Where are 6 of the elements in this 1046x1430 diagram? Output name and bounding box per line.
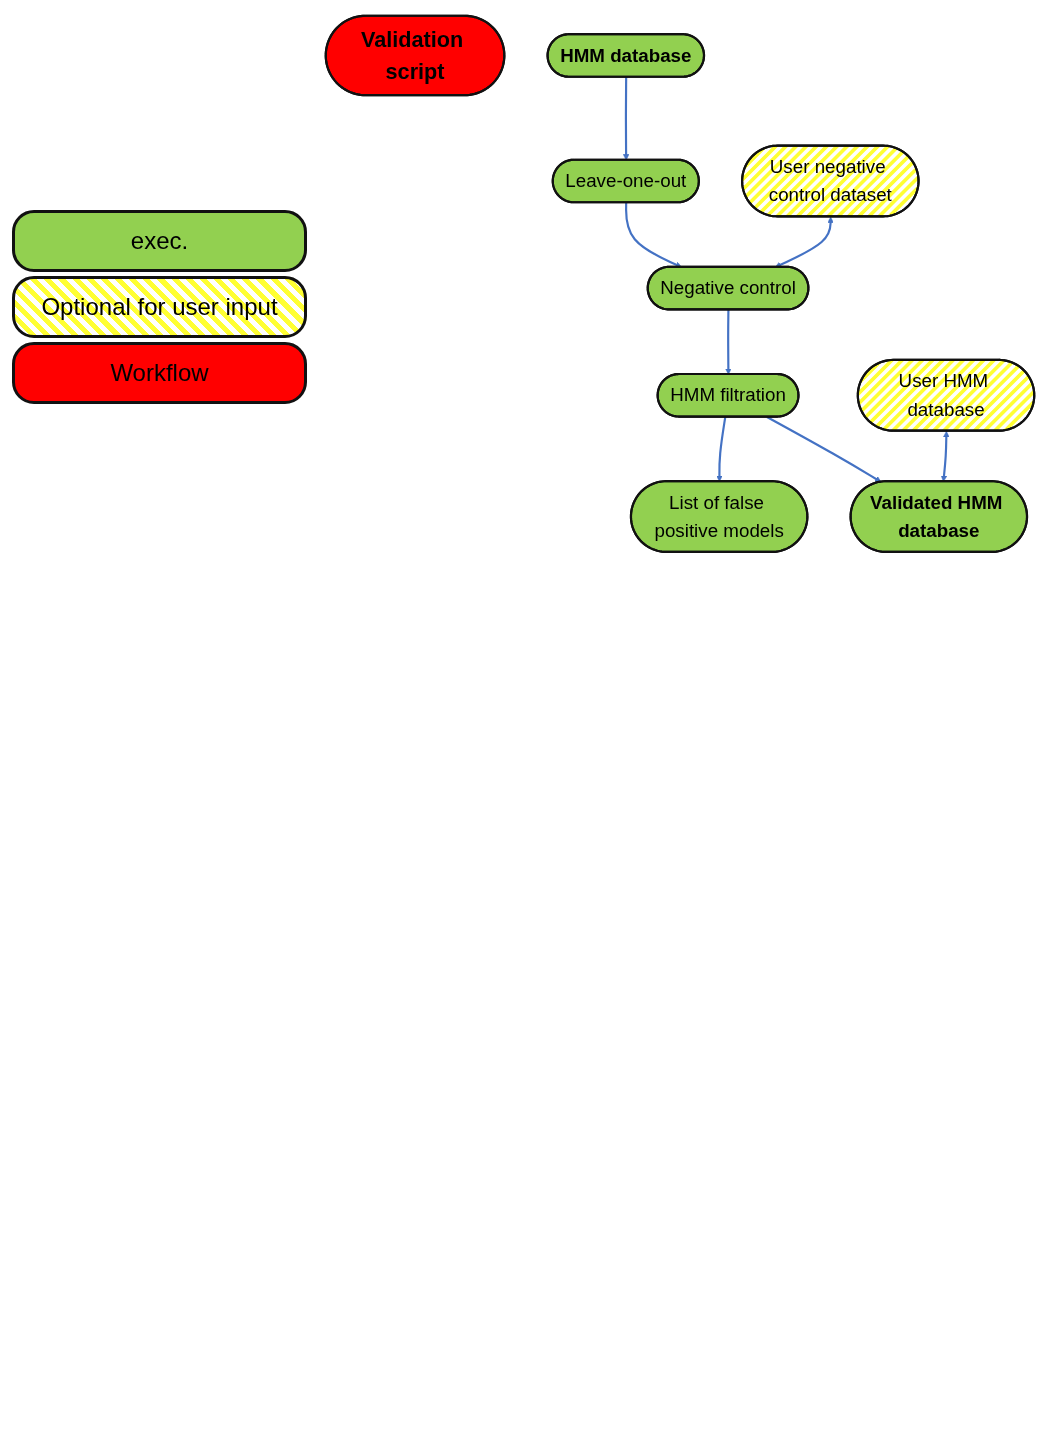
arrow bbox=[940, 431, 950, 482]
arrow bbox=[725, 309, 732, 375]
arrow bbox=[716, 416, 727, 482]
legend-entry: Workflow bbox=[12, 342, 307, 404]
legend-entry: exec. bbox=[12, 210, 307, 272]
arrow bbox=[766, 416, 882, 483]
